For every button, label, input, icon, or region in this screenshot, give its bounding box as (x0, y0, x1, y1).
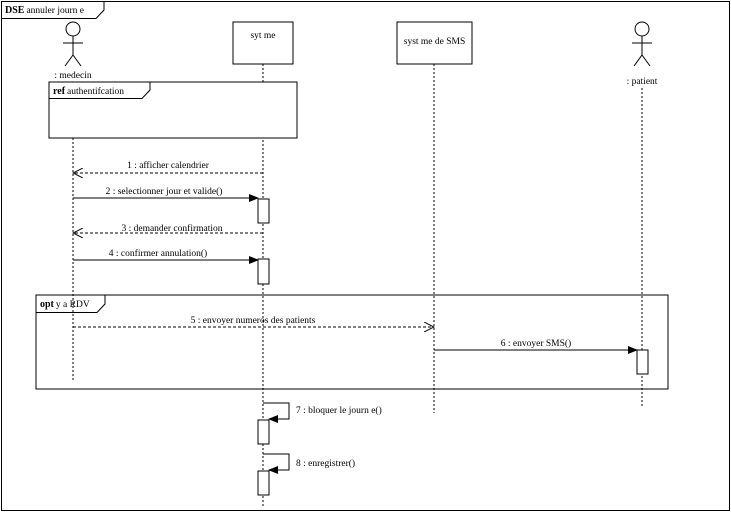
frame-title-text: annuler journ e (26, 6, 84, 16)
frame-keyword: DSE (5, 5, 25, 16)
actor-figure-icon (63, 21, 83, 67)
message-label: 3 : demander confirmation (121, 223, 222, 234)
activation-bar (636, 349, 649, 375)
message-label: 7 : bloquer le journ e() (296, 405, 382, 416)
activation-bar (257, 198, 270, 224)
message-arrow (263, 402, 290, 423)
message-label: 8 : enregistrer() (296, 458, 355, 469)
message-7: 7 : bloquer le journ e() (263, 402, 382, 423)
opt-keyword: opt (40, 299, 55, 310)
activation-bar (257, 419, 270, 445)
message-label: 6 : envoyer SMS() (501, 338, 571, 349)
message-6: 6 : envoyer SMS() (434, 338, 638, 354)
message-8: 8 : enregistrer() (263, 453, 355, 474)
lifeline-label-systeme: syt me (250, 31, 275, 41)
message-arrow (263, 453, 290, 474)
actor-medecin: : medecin (54, 21, 92, 81)
lifeline-head-sms: syst me de SMS (396, 21, 473, 65)
message-label: 2 : selectionner jour et valide() (106, 186, 223, 197)
lifeline-label-sms: syst me de SMS (404, 37, 466, 47)
actor-patient: : patient (627, 21, 658, 87)
activations (257, 198, 649, 496)
message-1: 1 : afficher calendrier (73, 160, 263, 173)
lifeline-label-patient: : patient (627, 77, 658, 87)
ref-label: authentifcation (67, 86, 124, 97)
actor-figure-icon (632, 21, 652, 67)
message-3: 3 : demander confirmation (73, 223, 263, 234)
message-2: 2 : selectionner jour et valide() (73, 186, 259, 202)
ref-keyword: ref (53, 86, 66, 97)
lifeline-head-systeme: syt me (232, 21, 294, 65)
message-label: 4 : confirmer annulation() (109, 248, 207, 259)
message-label: 1 : afficher calendrier (127, 160, 210, 171)
message-4: 4 : confirmer annulation() (73, 248, 259, 264)
message-5: 5 : envoyer numeros des patients (73, 316, 434, 327)
lifeline-label-medecin: : medecin (54, 71, 91, 81)
message-label: 5 : envoyer numeros des patients (191, 316, 316, 326)
opt-guard: y a RDV (56, 300, 90, 310)
activation-bar (257, 470, 270, 496)
activation-bar (257, 258, 270, 285)
